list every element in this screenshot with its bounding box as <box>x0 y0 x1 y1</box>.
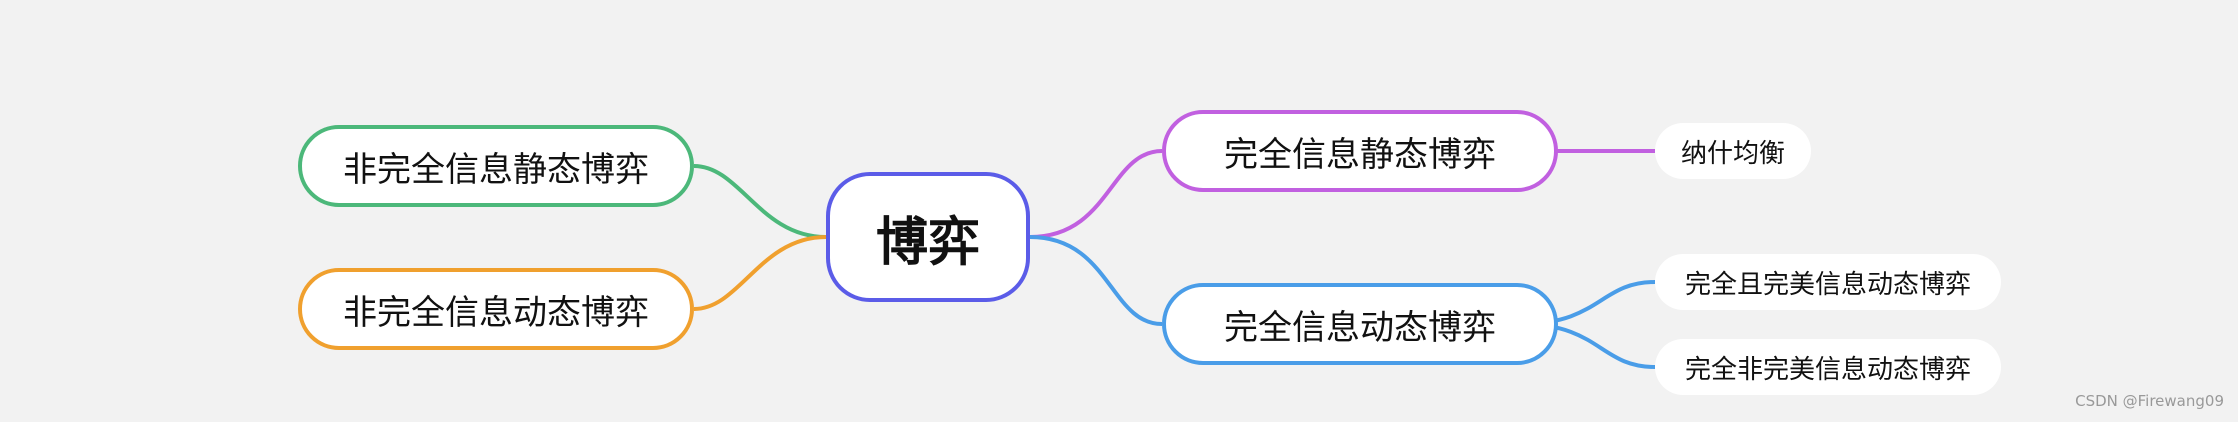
branch-complete-dynamic[interactable]: 完全信息动态博弈 <box>1162 283 1558 365</box>
connector-root-to-left-top <box>693 164 827 239</box>
branch-incomplete-static[interactable]: 非完全信息静态博弈 <box>298 125 694 207</box>
branch-complete-static[interactable]: 完全信息静态博弈 <box>1162 110 1558 192</box>
watermark: CSDN @Firewang09 <box>2075 392 2224 410</box>
connector-root-to-left-bottom <box>693 235 827 311</box>
connector-root-to-right-top <box>1029 149 1163 239</box>
connector-root-to-right-bottom <box>1029 235 1163 326</box>
leaf-complete-perfect-dynamic[interactable]: 完全且完美信息动态博弈 <box>1655 254 2001 310</box>
root-node[interactable]: 博弈 <box>826 172 1030 302</box>
leaf-complete-imperfect-dynamic[interactable]: 完全非完美信息动态博弈 <box>1655 339 2001 395</box>
branch-incomplete-dynamic[interactable]: 非完全信息动态博弈 <box>298 268 694 350</box>
leaf-nash-equilibrium[interactable]: 纳什均衡 <box>1655 123 1811 179</box>
